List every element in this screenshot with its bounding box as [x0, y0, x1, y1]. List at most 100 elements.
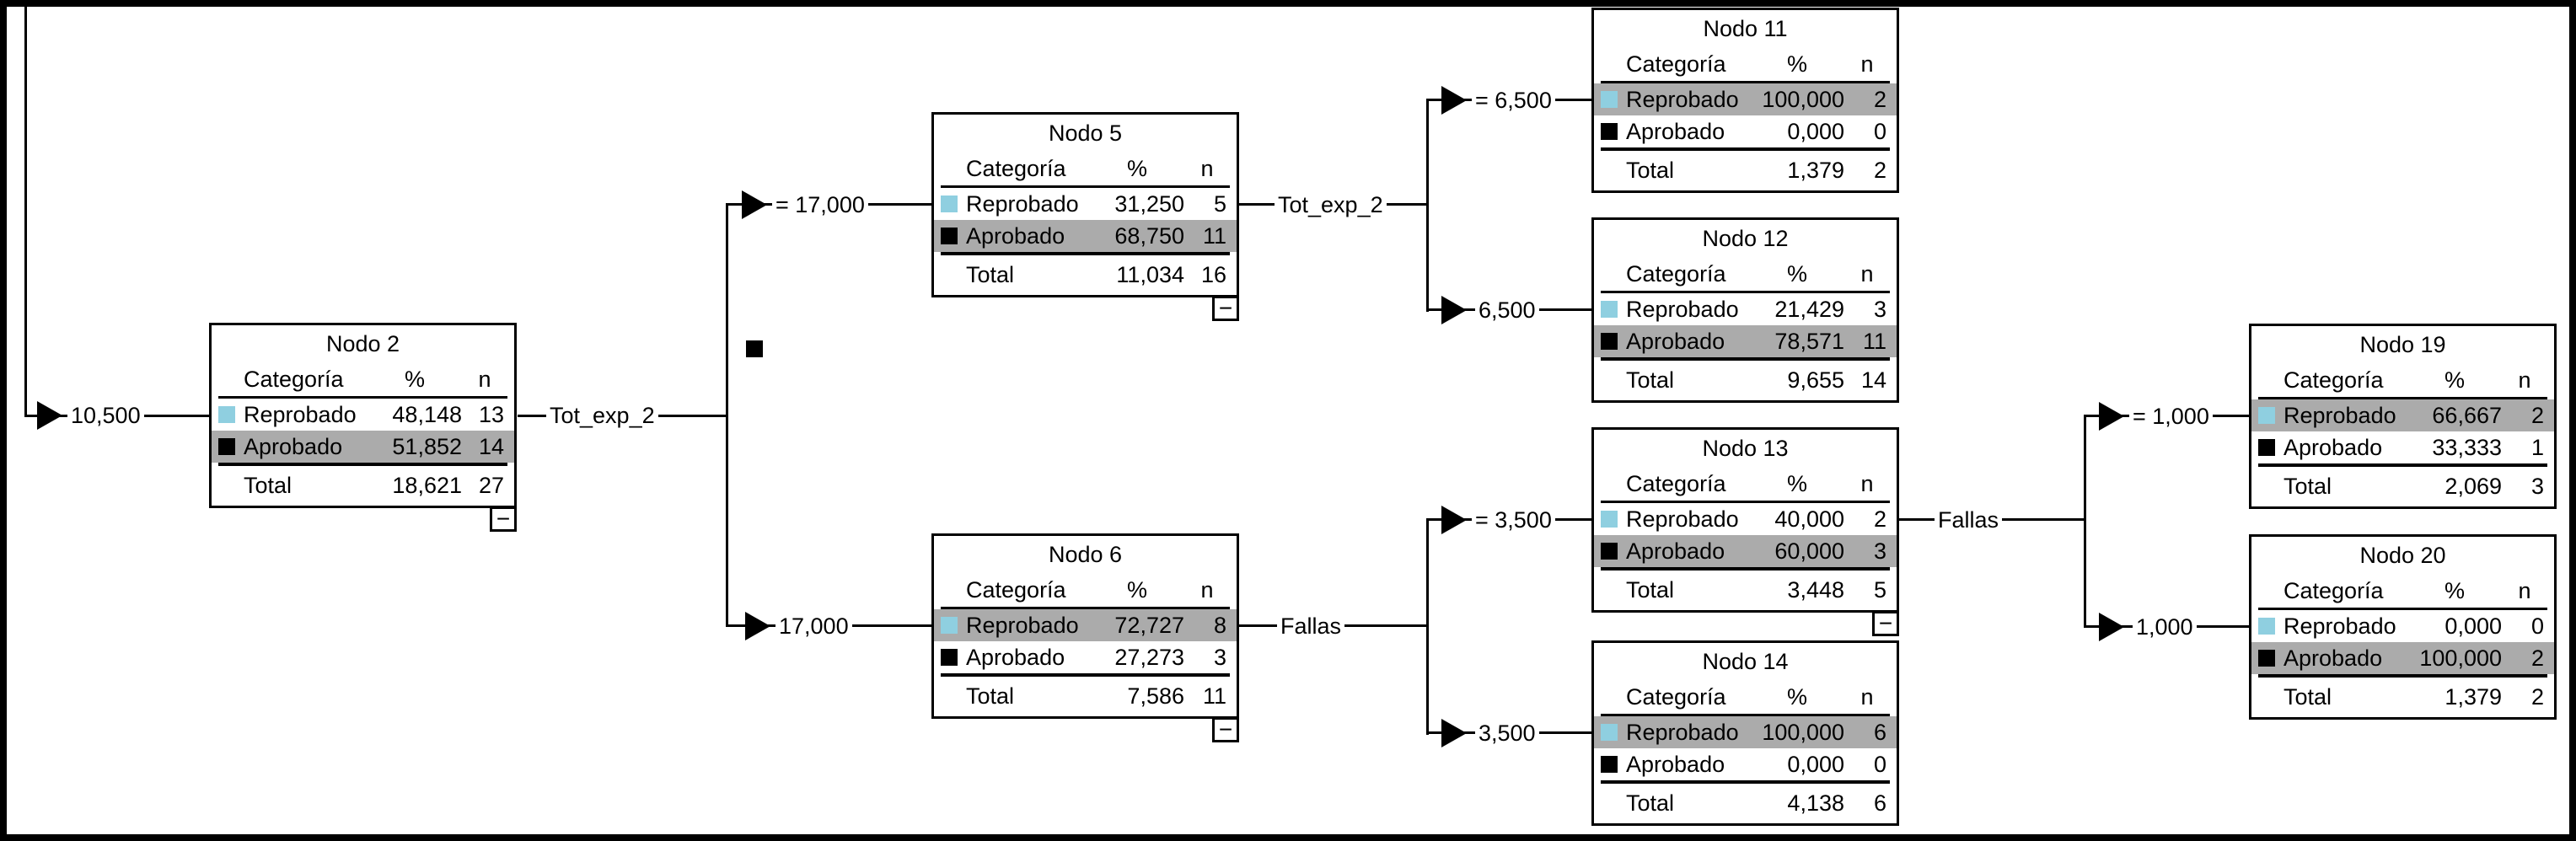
category-label: Reprobado — [966, 612, 1079, 638]
header-rule — [1601, 714, 1890, 716]
total-percent: 4,138 — [1787, 790, 1844, 816]
column-percent: % — [2444, 577, 2465, 603]
node-title: Nodo 19 — [2359, 331, 2446, 357]
connector-root-vertical — [24, 7, 27, 416]
column-category: Categoría — [1626, 260, 1726, 287]
node-title: Nodo 6 — [1048, 541, 1123, 567]
category-row: Aprobado 0,000 0 — [1594, 115, 1897, 147]
column-count: n — [1860, 470, 1874, 496]
category-label: Aprobado — [1626, 538, 1725, 564]
category-percent: 48,148 — [392, 401, 462, 427]
total-count: 3 — [2530, 474, 2544, 499]
category-count: 3 — [1873, 538, 1886, 564]
branch-label: 1,000 — [2133, 613, 2197, 640]
header-rule — [2258, 608, 2547, 610]
category-swatch-aprobado-icon — [1601, 543, 1618, 560]
total-percent: 2,069 — [2445, 474, 2502, 499]
category-label: Aprobado — [1626, 118, 1725, 144]
category-row: Aprobado 0,000 0 — [1594, 748, 1897, 780]
column-percent: % — [1126, 155, 1147, 181]
category-percent: 72,727 — [1114, 612, 1184, 638]
category-row: Aprobado 68,750 11 — [934, 220, 1237, 252]
connector-line — [2084, 415, 2086, 628]
node-header: Categoría % n — [1594, 257, 1897, 291]
split-variable-label: Fallas — [1935, 506, 2003, 533]
total-label: Total — [1626, 790, 1675, 816]
category-label: Aprobado — [2284, 645, 2383, 671]
total-rule — [941, 673, 1230, 677]
category-label: Reprobado — [2284, 613, 2396, 639]
category-percent: 31,250 — [1114, 190, 1184, 217]
total-percent: 7,586 — [1127, 683, 1184, 709]
category-row: Reprobado 31,250 5 — [934, 188, 1237, 220]
category-count: 3 — [1873, 296, 1886, 322]
category-row: Aprobado 60,000 3 — [1594, 535, 1897, 567]
node-title: Nodo 20 — [2359, 542, 2446, 568]
tree-node-12: Nodo 12 Categoría % n Reprobado 21,429 3… — [1591, 217, 1899, 403]
arrowhead-icon — [37, 401, 62, 430]
total-percent: 1,379 — [1787, 158, 1844, 183]
tree-node-5: Nodo 5 Categoría % n Reprobado 31,250 5 … — [931, 112, 1239, 321]
total-row: Total 9,655 14 — [1594, 361, 1897, 400]
node-header: Categoría % n — [2251, 574, 2554, 608]
category-count: 13 — [478, 401, 504, 427]
total-count: 5 — [1873, 577, 1886, 603]
total-row: Total 4,138 6 — [1594, 784, 1897, 823]
branch-label: = 17,000 — [772, 191, 868, 218]
arrowhead-icon — [2099, 613, 2124, 641]
category-percent: 60,000 — [1774, 538, 1844, 564]
tree-node-6: Nodo 6 Categoría % n Reprobado 72,727 8 … — [931, 533, 1239, 742]
node-header: Categoría % n — [212, 362, 514, 396]
total-label: Total — [2284, 474, 2332, 499]
column-category: Categoría — [1626, 51, 1726, 77]
branch-label: = 1,000 — [2129, 403, 2213, 430]
column-percent: % — [2444, 367, 2465, 393]
node-header: Categoría % n — [2251, 363, 2554, 397]
category-swatch-reprobado-icon — [218, 406, 235, 423]
collapse-node-button[interactable]: − — [1212, 717, 1239, 742]
category-swatch-reprobado-icon — [1601, 301, 1618, 318]
category-label: Aprobado — [244, 433, 343, 459]
total-label: Total — [966, 683, 1015, 709]
category-row: Reprobado 66,667 2 — [2251, 399, 2554, 431]
category-row: Reprobado 48,148 13 — [212, 399, 514, 431]
category-count: 2 — [2530, 645, 2544, 671]
category-percent: 40,000 — [1774, 506, 1844, 532]
category-row: Reprobado 100,000 2 — [1594, 83, 1897, 115]
arrowhead-icon — [742, 190, 767, 219]
total-row: Total 1,379 2 — [1594, 151, 1897, 190]
category-swatch-aprobado-icon — [1601, 123, 1618, 140]
category-label: Reprobado — [2284, 402, 2396, 428]
column-count: n — [2518, 367, 2531, 393]
column-category: Categoría — [1626, 470, 1726, 496]
node-title: Nodo 13 — [1702, 435, 1789, 461]
total-label: Total — [1626, 158, 1675, 183]
total-label: Total — [2284, 684, 2332, 710]
category-count: 14 — [478, 433, 504, 459]
category-percent: 100,000 — [1762, 719, 1844, 745]
category-swatch-aprobado-icon — [1601, 333, 1618, 350]
category-count: 0 — [1873, 751, 1886, 777]
collapse-node-button[interactable]: − — [1212, 296, 1239, 321]
arrowhead-icon — [745, 612, 770, 640]
branch-label: 3,500 — [1475, 720, 1539, 747]
category-swatch-reprobado-icon — [941, 196, 958, 212]
split-variable-label: Fallas — [1277, 613, 1345, 640]
collapse-node-button[interactable]: − — [1872, 611, 1899, 636]
column-category: Categoría — [966, 155, 1066, 181]
column-percent: % — [1786, 470, 1807, 496]
category-percent: 100,000 — [2419, 645, 2502, 671]
column-count: n — [1860, 51, 1874, 77]
total-row: Total 11,034 16 — [934, 255, 1237, 295]
branch-label: = 3,500 — [1472, 506, 1555, 533]
column-percent: % — [1786, 260, 1807, 287]
column-count: n — [1860, 683, 1874, 710]
total-count: 11 — [1202, 683, 1226, 709]
category-swatch-reprobado-icon — [2258, 618, 2275, 635]
collapse-node-button[interactable]: − — [490, 506, 517, 532]
category-swatch-reprobado-icon — [1601, 724, 1618, 741]
category-count: 1 — [2530, 434, 2544, 460]
category-count: 11 — [1202, 222, 1226, 249]
header-rule — [218, 396, 507, 399]
